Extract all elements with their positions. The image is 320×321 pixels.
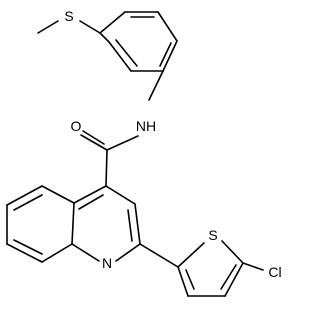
bond bbox=[108, 41, 132, 72]
bond bbox=[99, 32, 110, 43]
atom-label-layer: S O NH N S Cl bbox=[64, 8, 281, 280]
bond bbox=[177, 242, 205, 268]
bond bbox=[162, 40, 178, 72]
bond bbox=[41, 185, 75, 204]
bond bbox=[106, 135, 139, 151]
oxygen-label-carbonyl: O bbox=[71, 118, 82, 134]
bond bbox=[134, 203, 141, 245]
structure-canvas: S O NH N S Cl bbox=[6, 8, 282, 297]
bond-layer bbox=[6, 11, 264, 297]
bond bbox=[105, 185, 136, 205]
bond bbox=[13, 239, 43, 255]
bond bbox=[185, 269, 195, 290]
bond bbox=[99, 11, 126, 34]
bond bbox=[13, 194, 43, 211]
bond bbox=[242, 262, 264, 271]
bond bbox=[6, 243, 43, 263]
bond bbox=[80, 134, 108, 151]
sulfur-label-thiophene: S bbox=[208, 227, 217, 243]
bond bbox=[220, 264, 237, 290]
bond bbox=[127, 209, 133, 242]
bond bbox=[139, 243, 179, 268]
bond bbox=[37, 20, 59, 34]
bond bbox=[221, 240, 244, 264]
bond bbox=[41, 243, 73, 263]
bond bbox=[115, 39, 138, 67]
bond bbox=[78, 194, 104, 210]
bond bbox=[157, 11, 178, 42]
bond bbox=[148, 70, 164, 101]
bond bbox=[105, 149, 108, 187]
sulfur-label-methylthio: S bbox=[64, 8, 73, 24]
bond bbox=[71, 202, 75, 245]
nitrogen-label-quinoline: N bbox=[102, 255, 112, 271]
bond bbox=[82, 130, 105, 145]
nh-label-amide: NH bbox=[136, 118, 156, 134]
bond bbox=[177, 266, 189, 297]
bond bbox=[79, 20, 101, 34]
bond bbox=[73, 185, 107, 204]
bond bbox=[224, 262, 244, 297]
chlorine-label: Cl bbox=[268, 264, 281, 280]
bond bbox=[115, 243, 141, 262]
bond bbox=[6, 185, 43, 206]
bond bbox=[71, 243, 100, 262]
bond bbox=[159, 42, 172, 67]
